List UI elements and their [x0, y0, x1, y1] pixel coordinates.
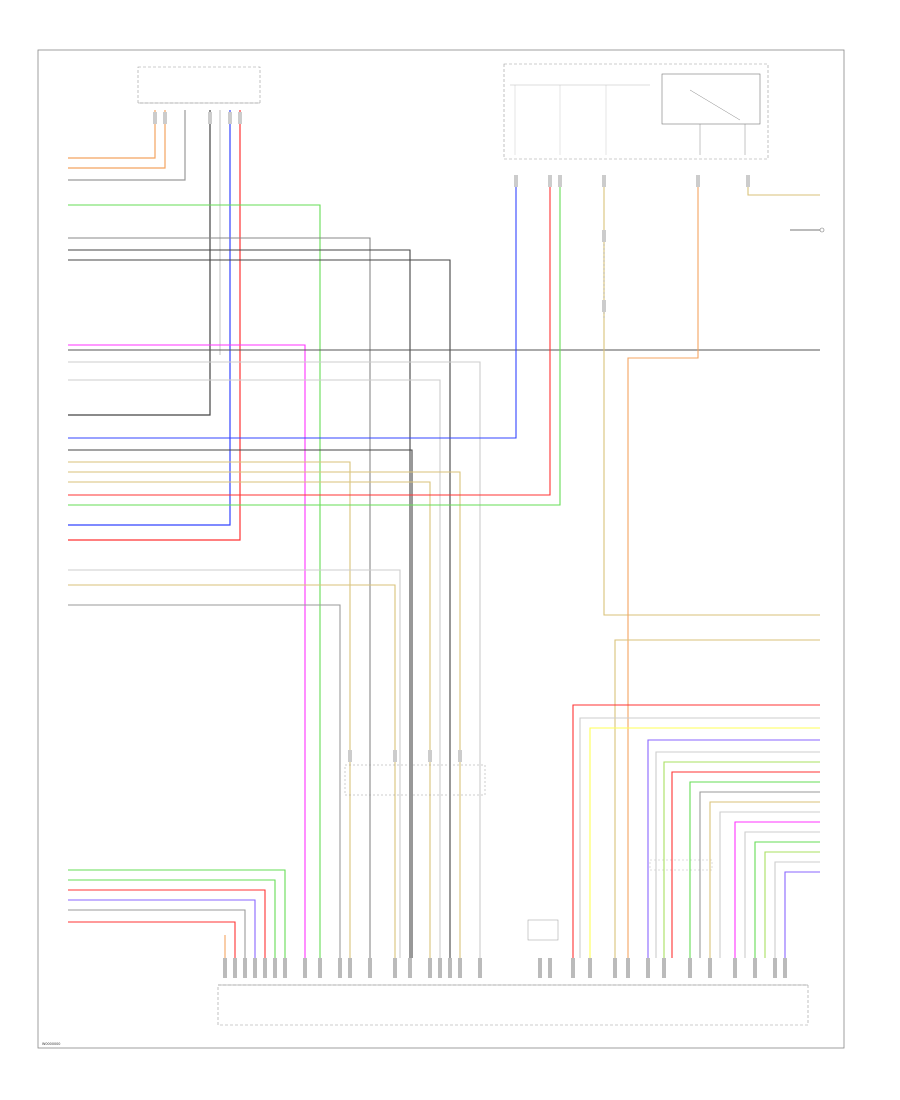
footer-code: W0000000: [42, 1042, 60, 1046]
connector-pins: [223, 958, 787, 978]
horizontal-wires: [68, 175, 820, 958]
ground-symbol: [819, 227, 825, 233]
mid-connectors: [344, 240, 605, 796]
top-left-component: [137, 66, 261, 104]
bottom-left-wires: [68, 869, 286, 958]
wire-bundle-top-left: [68, 110, 241, 541]
right-side-wires: [572, 175, 820, 958]
mid-connector-pins: [153, 112, 750, 762]
control-unit-box: [217, 859, 809, 1026]
top-right-relay-box: [503, 63, 769, 160]
diagram-frame: [37, 49, 845, 1049]
